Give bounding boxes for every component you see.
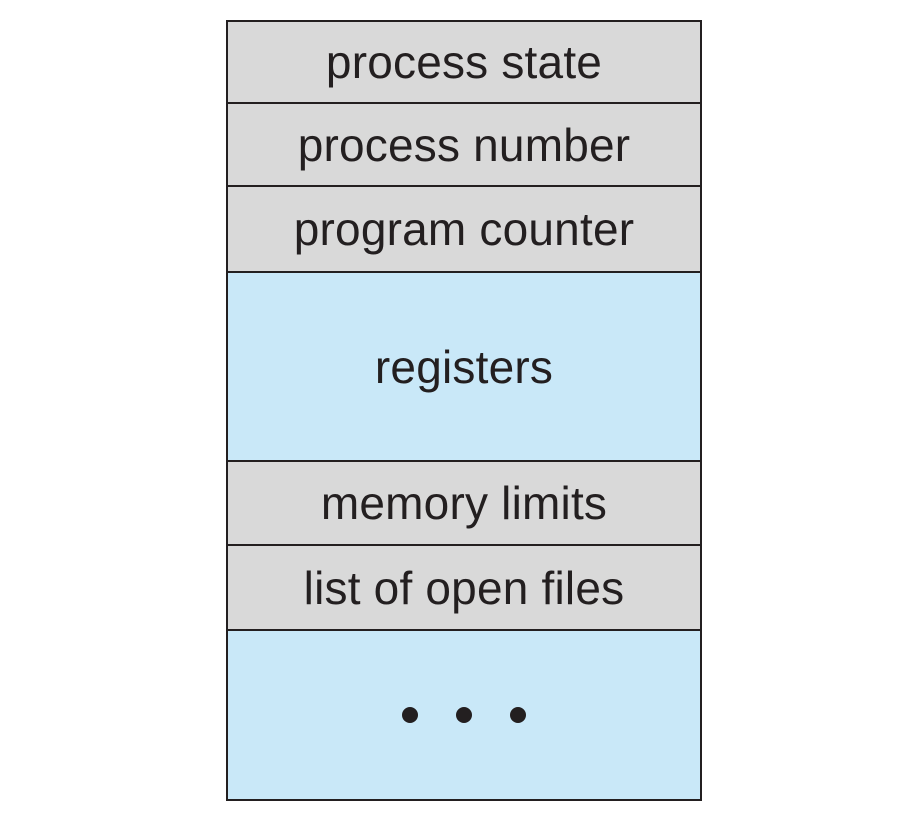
dot-icon <box>402 707 418 723</box>
pcb-field-program-counter: program counter <box>228 187 700 273</box>
ellipsis-dots-icon <box>402 707 526 723</box>
pcb-field-ellipsis <box>228 631 700 799</box>
pcb-field-open-files: list of open files <box>228 546 700 631</box>
dot-icon <box>510 707 526 723</box>
pcb-field-label: list of open files <box>303 561 625 614</box>
pcb-field-label: registers <box>374 340 554 393</box>
pcb-field-process-number: process number <box>228 104 700 187</box>
dot-icon <box>456 707 472 723</box>
pcb-field-process-state: process state <box>228 22 700 104</box>
pcb-field-label: program counter <box>293 203 635 255</box>
pcb-field-label: memory limits <box>320 477 608 529</box>
pcb-field-label: process number <box>297 118 631 171</box>
process-control-block: process state process number program cou… <box>226 20 702 801</box>
pcb-field-registers: registers <box>228 273 700 462</box>
pcb-field-memory-limits: memory limits <box>228 462 700 546</box>
pcb-field-label: process state <box>325 36 603 88</box>
